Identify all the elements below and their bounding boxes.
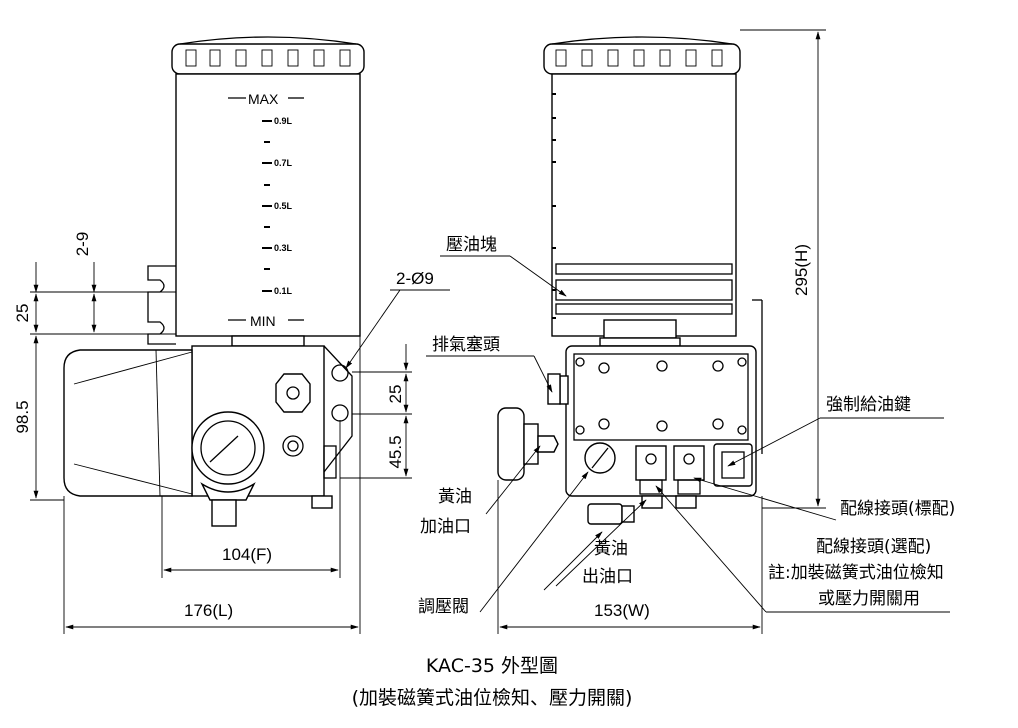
hole-label: 2-Ø9	[396, 269, 434, 288]
side-reservoir-body	[551, 73, 737, 337]
min-label: MIN	[250, 313, 276, 329]
wiring-connectors	[635, 445, 705, 509]
label-pressure-block: 壓油塊	[446, 235, 497, 255]
mounting-bracket	[147, 265, 176, 345]
callout-labels: 壓油塊 排氣塞頭 強制給油鍵 黃油 加油口 黃油 出油口 調壓閥 配線接頭(標配…	[418, 235, 955, 617]
fitting-hex	[275, 373, 333, 509]
max-label: MAX	[248, 91, 279, 107]
dim-295: 295(H)	[792, 244, 811, 296]
reservoir-cap	[171, 36, 365, 75]
pressure-block-shape	[555, 263, 733, 315]
dim-153: 153(W)	[594, 601, 650, 620]
dim-25-left: 25	[13, 304, 32, 323]
label-grease-out-1: 黃油	[594, 539, 628, 559]
label-wiring-opt: 配線接頭(選配)	[816, 537, 931, 557]
level-mark: 0.7L	[274, 158, 293, 168]
label-wiring-std: 配線接頭(標配)	[840, 499, 955, 519]
label-note-1: 註:加裝磁簧式油位檢知	[768, 563, 944, 583]
front-view: MAX MIN 0.9L 0.7L 0.5L 0.3L 0.1L	[63, 36, 365, 527]
dim-2-9: 2-9	[73, 232, 92, 257]
level-mark: 0.5L	[274, 201, 293, 211]
label-vent-plug: 排氣塞頭	[432, 335, 500, 355]
caption: KAC-35 外型圖 (加裝磁簧式油位檢知、壓力開關)	[352, 655, 633, 709]
dim-176: 176(L)	[184, 601, 233, 620]
caption-subtitle: (加裝磁簧式油位檢知、壓力開關)	[352, 687, 633, 709]
right-dimensions: 295(H) 153(W)	[497, 29, 826, 634]
level-scale: MAX MIN 0.9L 0.7L 0.5L 0.3L 0.1L	[228, 91, 304, 329]
left-dimensions: 2-9 25 98.5 104(F) 176(L) 25 45.5 2-Ø9	[13, 232, 450, 634]
dim-98-5: 98.5	[13, 400, 32, 433]
force-key-shape	[713, 443, 753, 487]
side-reservoir-cap	[543, 36, 741, 75]
label-note-2: 或壓力開關用	[818, 589, 920, 609]
dim-104: 104(F)	[222, 545, 272, 564]
leaders	[426, 255, 950, 613]
level-mark: 0.1L	[274, 286, 293, 296]
level-mark: 0.3L	[274, 243, 293, 253]
dim-45-5: 45.5	[386, 435, 405, 468]
dim-25-mid: 25	[386, 385, 405, 404]
side-view	[497, 36, 763, 525]
label-grease-out-2: 出油口	[582, 567, 633, 587]
level-mark: 0.9L	[274, 116, 293, 126]
caption-title: KAC-35 外型圖	[426, 655, 558, 677]
label-force-key: 強制給油鍵	[826, 395, 911, 415]
pressure-gauge	[191, 411, 265, 527]
label-regulator: 調壓閥	[418, 597, 469, 617]
label-grease-fill-1: 黃油	[438, 487, 472, 507]
label-grease-fill-2: 加油口	[420, 517, 471, 537]
